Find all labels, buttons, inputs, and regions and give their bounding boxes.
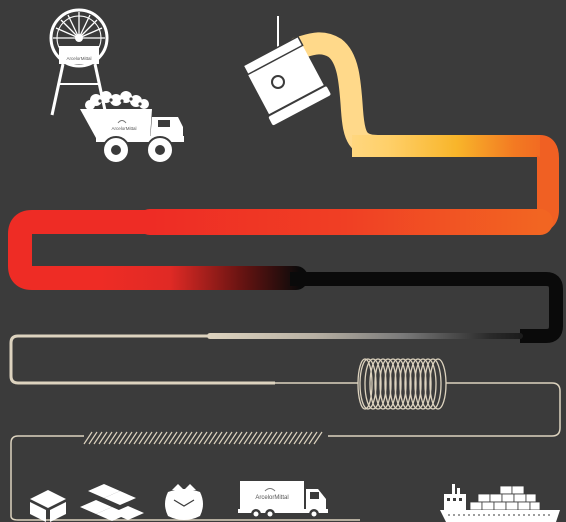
wire-coil-icon bbox=[358, 359, 446, 409]
pallet-icon bbox=[80, 484, 144, 521]
flow-segment-black bbox=[290, 279, 556, 336]
lorry-logo-label: ArcelorMittal bbox=[255, 495, 288, 501]
truck-logo-label: ArcelorMittal bbox=[111, 126, 136, 131]
sack-icon bbox=[165, 484, 203, 520]
straight-rods-icon bbox=[84, 432, 322, 444]
delivery-lorry-icon: ArcelorMittal bbox=[238, 481, 328, 519]
container-ship-icon bbox=[440, 484, 560, 522]
headframe-sign-label: ArcelorMittal bbox=[66, 56, 91, 61]
ore-truck-icon: ArcelorMittal bbox=[80, 91, 184, 163]
wire-rod-thin bbox=[11, 336, 275, 383]
box-icon bbox=[30, 490, 66, 522]
pour-stream bbox=[298, 43, 538, 146]
